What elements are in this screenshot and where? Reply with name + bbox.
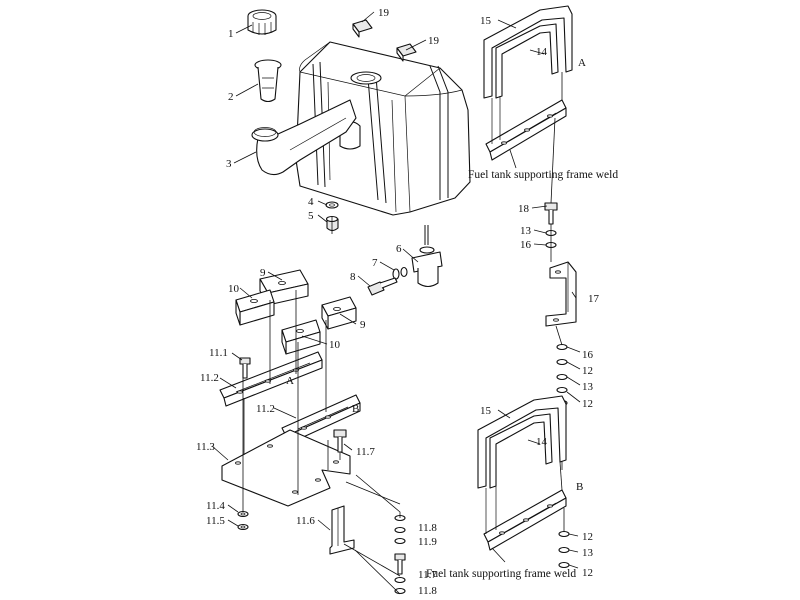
callout-12-c: 12: [582, 531, 593, 543]
bracket-11-6: [329, 505, 355, 555]
callout-16-upper: 16: [520, 239, 532, 251]
filter-strainer: [254, 59, 282, 103]
callout-1: 1: [228, 28, 234, 40]
callout-11-2-b: 11.2: [256, 403, 275, 415]
bolt-11-7-upper: [333, 429, 347, 453]
callout-7: 7: [372, 257, 378, 269]
block-9-lower: [321, 296, 357, 330]
view-letter-a-mid: A: [286, 375, 294, 387]
callout-11-4: 11.4: [206, 500, 225, 512]
bracket-17: [545, 261, 577, 327]
callout-11-3: 11.3: [196, 441, 215, 453]
callout-12-a: 12: [582, 365, 593, 377]
callout-3: 3: [226, 158, 232, 170]
callout-15-bottom: 15: [480, 405, 492, 417]
callout-6: 6: [396, 243, 402, 255]
sensor-washer-bolt: [367, 266, 408, 296]
view-letter-b-mid: B: [352, 403, 359, 415]
callout-11-7-upper: 11.7: [356, 446, 375, 458]
callout-10-center: 10: [329, 339, 341, 351]
callout-17: 17: [588, 293, 600, 305]
callout-2: 2: [228, 91, 234, 103]
callout-13-c: 13: [582, 547, 594, 559]
callout-12-b: 12: [582, 398, 593, 410]
callout-14-top: 14: [536, 46, 548, 58]
callout-18: 18: [518, 203, 530, 215]
drain-plug: [325, 201, 339, 232]
view-letters: A A B B: [286, 57, 586, 493]
view-letter-b-right: B: [576, 481, 583, 493]
callout-12-d: 12: [582, 567, 593, 579]
callout-11-7-lower: 11.7: [418, 569, 437, 581]
callout-11-8-lower: 11.8: [418, 585, 437, 597]
callout-13-b: 13: [582, 381, 594, 393]
callout-19-left: 19: [378, 7, 390, 19]
block-10-left: [235, 289, 275, 326]
strap-assembly-bottom: [477, 395, 567, 551]
part-callouts: 1 2 3 4 5 6 7 8 9 10 9 10 11.1 11.2 11.2…: [196, 7, 600, 597]
captions: Fuel tank supporting frame weld Fuel tan…: [426, 169, 618, 580]
callout-11-2-a: 11.2: [200, 372, 219, 384]
callout-11-8-upper: 11.8: [418, 522, 437, 534]
view-letter-a-top: A: [578, 57, 586, 69]
callout-11-6: 11.6: [296, 515, 315, 527]
callout-9-lower: 9: [360, 319, 366, 331]
washers-11-4-11-5: [237, 510, 249, 531]
callout-5: 5: [308, 210, 314, 222]
bracket-19-left: [352, 19, 373, 38]
weld-bar-b: [281, 394, 361, 445]
callout-19-right: 19: [428, 35, 440, 47]
callout-10-left: 10: [228, 283, 240, 295]
callout-9-upper: 9: [260, 267, 266, 279]
callout-14-bottom: 14: [536, 436, 548, 448]
block-9-upper: [259, 269, 309, 306]
lower-hardware: [394, 514, 406, 595]
callout-16-lower: 16: [582, 349, 594, 361]
callout-13-upper: 13: [520, 225, 532, 237]
weld-bar-a: [219, 351, 323, 407]
caption-weld-bottom: Fuel tank supporting frame weld: [426, 568, 576, 580]
callout-4: 4: [308, 196, 314, 208]
callout-11-5: 11.5: [206, 515, 225, 527]
bolt-11-1: [239, 357, 251, 379]
callout-11-9: 11.9: [418, 536, 437, 548]
caption-weld-top: Fuel tank supporting frame weld: [468, 169, 618, 181]
leader-lines: [211, 11, 581, 569]
filler-pipe: [251, 99, 357, 176]
strap-assembly-top: [483, 5, 573, 161]
callout-8: 8: [350, 271, 356, 283]
callout-11-1: 11.1: [209, 347, 228, 359]
fuel-sensor: [411, 225, 443, 288]
block-10-center: [281, 319, 321, 355]
fuel-tank: [295, 41, 471, 216]
filler-cap: [247, 9, 277, 35]
right-washers-bottom: [558, 530, 570, 569]
callout-15-top: 15: [480, 15, 492, 27]
base-plate: [221, 429, 351, 507]
